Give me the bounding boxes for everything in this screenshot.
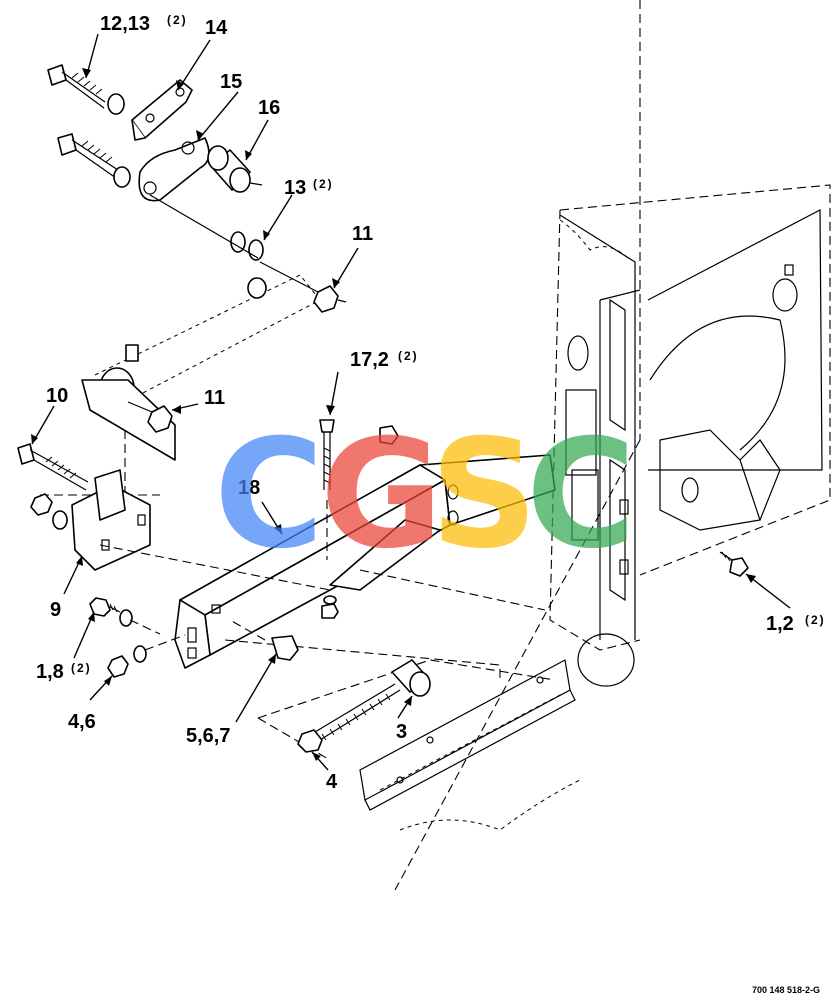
left-bracket	[17, 443, 331, 591]
callout-labels: 12,13 (2) 14 15 16 13 (2) 11 17,2 (2) 10…	[36, 13, 826, 793]
callout-1-2: 1,2	[766, 613, 794, 635]
callout-10: 10	[46, 385, 68, 407]
callout-17-2-qty: (2)	[398, 349, 419, 363]
callout-12-13: 12,13	[100, 13, 150, 35]
callout-1-8-qty: (2)	[71, 661, 92, 675]
leader-lines	[31, 33, 791, 771]
callout-1-2-qty: (2)	[805, 613, 826, 627]
callout-11-mid: 11	[204, 387, 225, 409]
callout-5-6-7: 5,6,7	[186, 725, 230, 747]
threaded-rod	[297, 659, 431, 753]
small-hardware	[89, 419, 749, 678]
callout-17-2: 17,2	[350, 349, 389, 371]
callout-14: 14	[205, 17, 228, 39]
main-bracket	[174, 454, 556, 680]
callout-4-6: 4,6	[68, 711, 96, 733]
watermark-letter: C	[214, 408, 324, 582]
callout-18: 18	[238, 477, 260, 499]
watermark-letter: C	[526, 408, 636, 582]
cylinder	[40, 274, 321, 520]
watermark-letter: G	[320, 408, 443, 582]
watermark-letter: S	[430, 408, 538, 582]
watermark: C G S C	[214, 408, 636, 582]
figure-number: 700 148 518-2-G	[752, 985, 820, 995]
frame-panel	[394, 0, 831, 891]
callout-15: 15	[220, 71, 242, 93]
callout-1-8: 1,8	[36, 661, 64, 683]
callout-12-13-qty: (2)	[167, 13, 188, 27]
callout-11-top: 11	[352, 223, 373, 245]
callout-4: 4	[326, 771, 338, 793]
callout-9: 9	[50, 599, 61, 621]
upper-assembly	[47, 64, 347, 433]
lower-rail	[257, 659, 576, 811]
callout-16: 16	[258, 97, 280, 119]
callout-13: 13	[284, 177, 306, 199]
callout-3: 3	[396, 721, 407, 743]
callout-13-qty: (2)	[313, 177, 334, 191]
